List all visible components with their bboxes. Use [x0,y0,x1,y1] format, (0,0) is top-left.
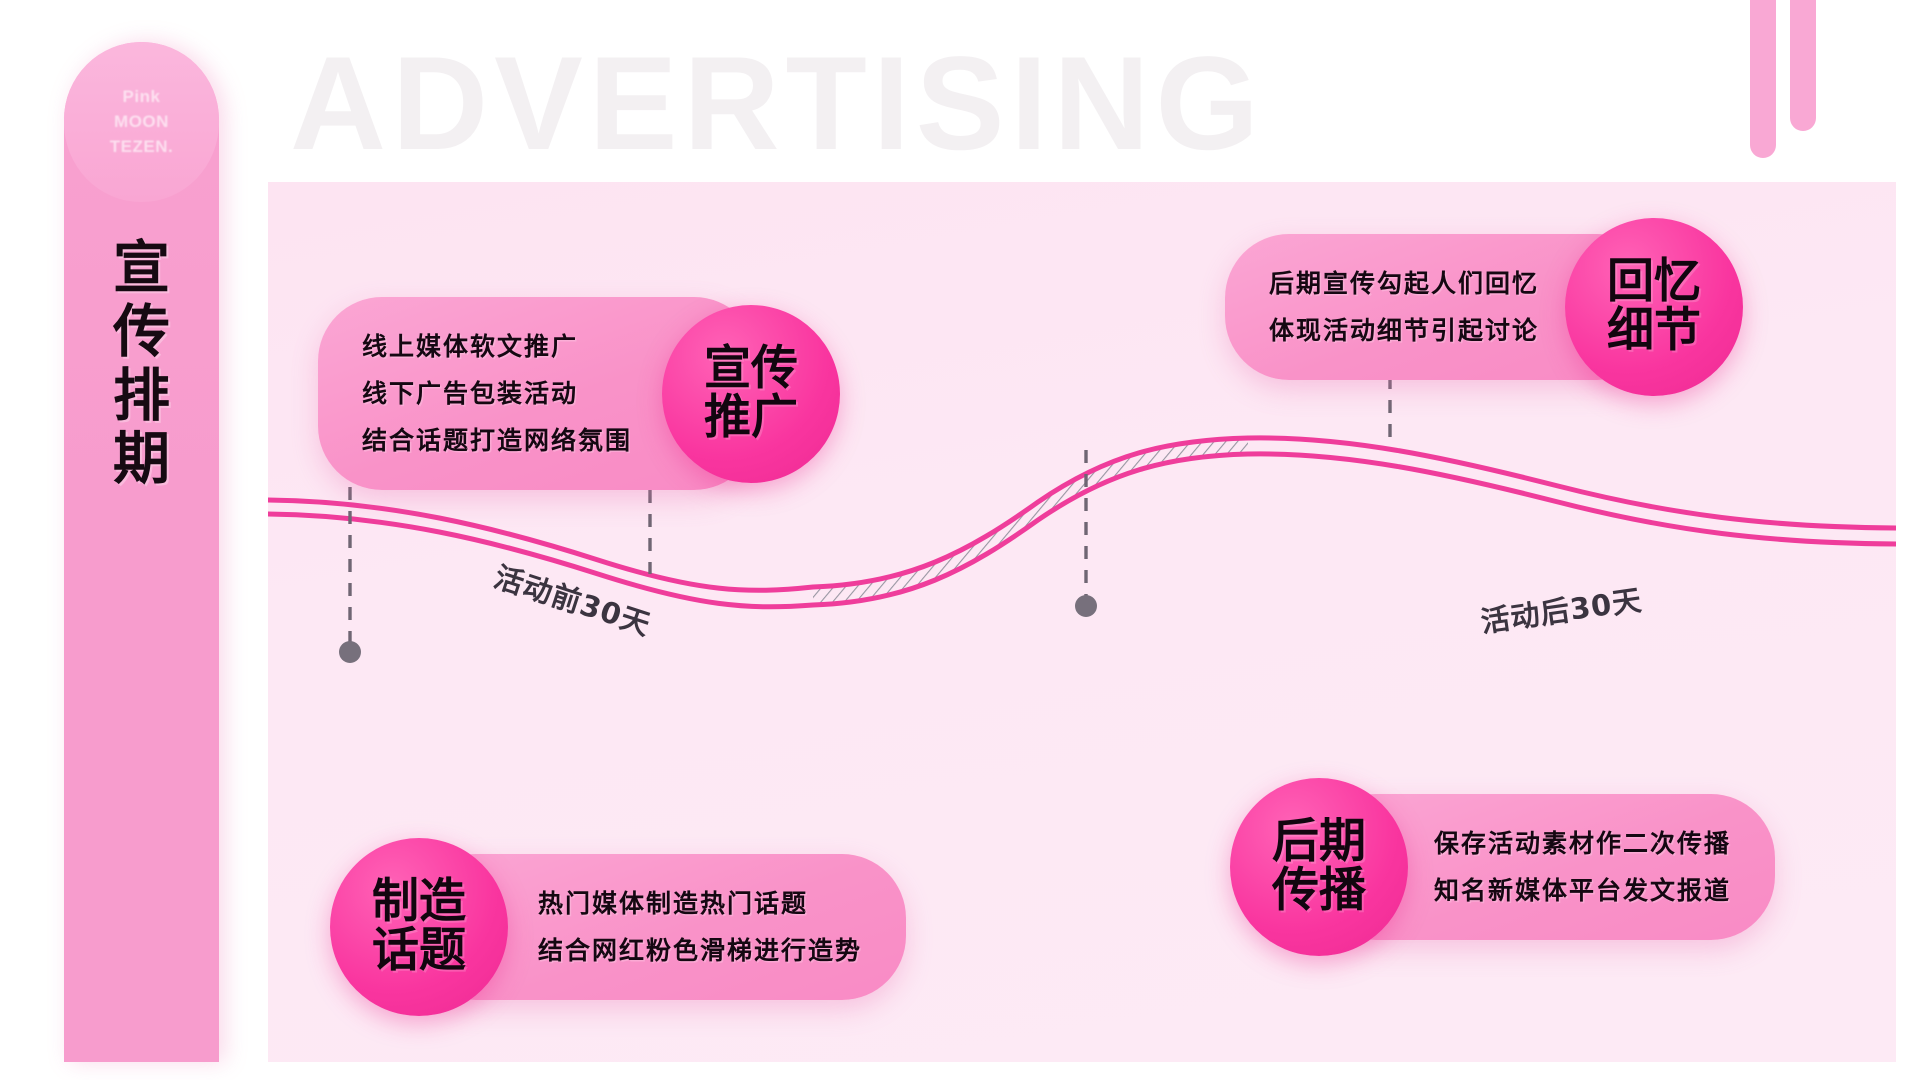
brand-badge-line-1: Pink [122,87,161,106]
callout-promo-circle[interactable]: 宣传推广 [662,304,841,483]
callout-memory-circle[interactable]: 回忆细节 [1565,218,1744,396]
decorative-bars [1750,0,1880,176]
callout-topic-line-2: 结合网红粉色滑梯进行造势 [538,936,863,965]
background-watermark: ADVERTISING [290,30,1265,178]
callout-promo-line-1: 线上媒体软文推广 [362,332,579,361]
callout-postspread-circle-row-1: 后期 [1272,814,1366,870]
decorative-bar-2 [1790,0,1816,131]
callout-postspread[interactable]: 后期传播 保存活动素材作二次传播 知名新媒体平台发文报道 [1230,778,1776,956]
callout-promo-circle-row-1: 宣传 [704,340,799,396]
callout-topic-circle[interactable]: 制造话题 [330,838,508,1016]
callout-postspread-circle[interactable]: 后期传播 [1230,778,1408,956]
page-title-char-1: 宣 [113,235,170,301]
callout-topic[interactable]: 制造话题 热门媒体制造热门话题 结合网红粉色滑梯进行造势 [330,838,907,1016]
brand-badge-line-3: TEZEN. [109,137,174,156]
callout-memory[interactable]: 后期宣传勾起人们回忆 体现活动细节引起讨论 回忆细节 [1225,218,1744,396]
wave-curve-lower [268,451,1896,610]
callout-memory-circle-row-2: 细节 [1607,303,1702,358]
brand-badge-line-2: MOON [114,112,169,131]
callout-memory-line-1: 后期宣传勾起人们回忆 [1269,269,1540,298]
side-banner: Pink MOON TEZEN. 宣 传 排 期 [64,42,219,1062]
brand-badge: Pink MOON TEZEN. [64,42,219,202]
callout-promo-circle-row-2: 推广 [704,389,799,445]
callout-promo-line-2: 线下广告包装活动 [362,379,579,408]
callout-memory-circle-row-1: 回忆 [1607,254,1702,310]
connector-dot-topic [339,641,361,663]
decorative-bar-1 [1750,0,1776,158]
page-title-char-4: 期 [113,426,170,493]
callout-topic-line-1: 热门媒体制造热门话题 [538,889,809,918]
callout-topic-circle-row-2: 话题 [372,923,466,978]
page-title-char-2: 传 [113,298,170,365]
callout-memory-line-2: 体现活动细节引起讨论 [1269,316,1540,345]
callout-postspread-circle-row-2: 传播 [1272,863,1366,918]
callout-topic-circle-row-1: 制造 [372,874,466,930]
hatched-band [813,438,1248,605]
page-title-char-3: 排 [113,362,170,429]
page-title: 宣 传 排 期 [64,235,219,493]
callout-postspread-line-2: 知名新媒体平台发文报道 [1434,876,1732,905]
wave-curve-upper [268,435,1896,593]
connector-dot-postspread [1075,595,1097,617]
callout-postspread-line-1: 保存活动素材作二次传播 [1434,829,1732,858]
callout-promo-line-3: 结合话题打造网络氛围 [362,426,633,455]
callout-promo[interactable]: 线上媒体软文推广 线下广告包装活动 结合话题打造网络氛围 宣传推广 [318,297,841,490]
